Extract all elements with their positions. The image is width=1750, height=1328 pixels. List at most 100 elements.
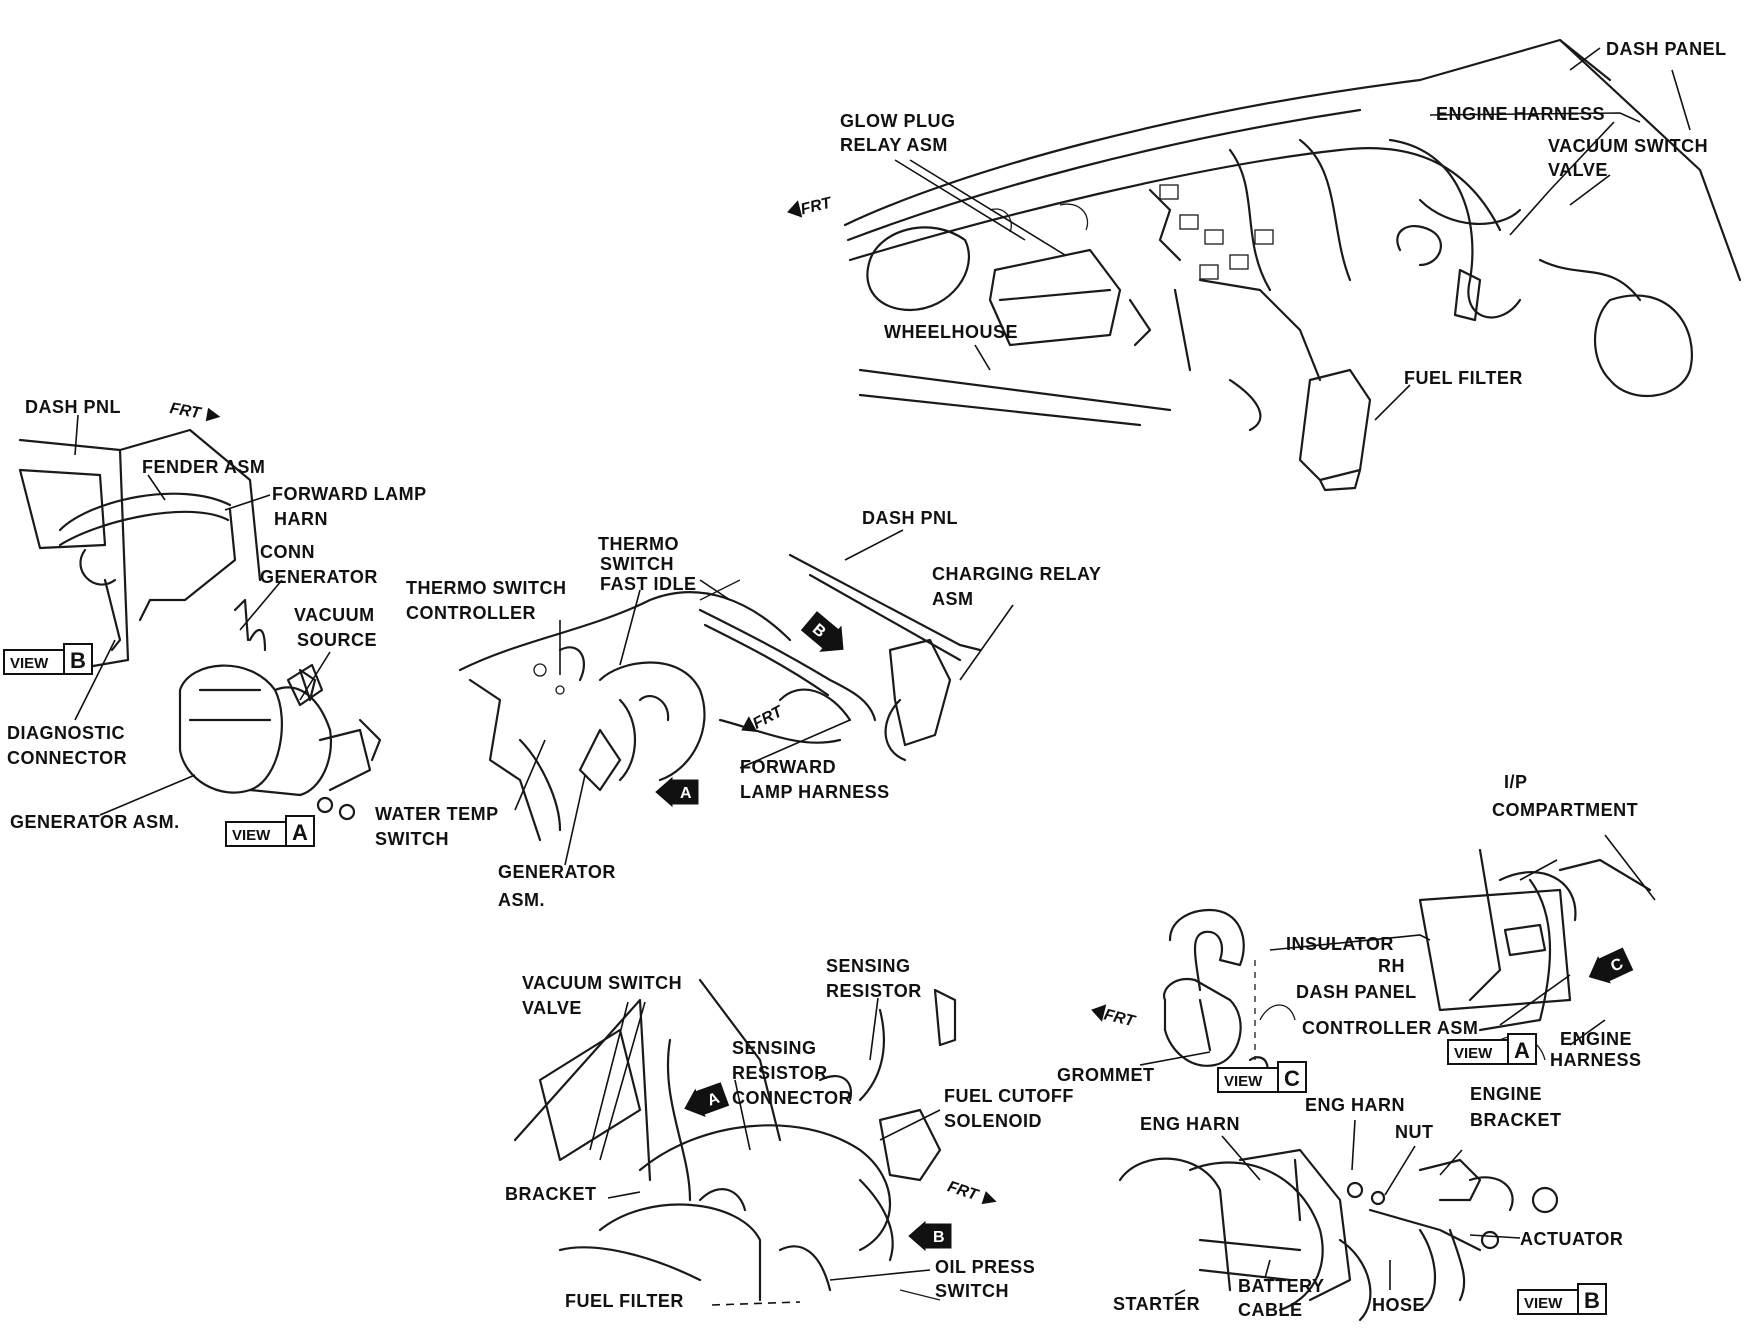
label-engine-harness-right-line2: HARNESS bbox=[1550, 1050, 1642, 1070]
arrow-tag-a-mid: A bbox=[655, 776, 699, 808]
label-hose: HOSE bbox=[1372, 1295, 1425, 1315]
arrow-tag-b-bottom: B bbox=[908, 1220, 952, 1252]
label-fuel-filter-bottom: FUEL FILTER bbox=[565, 1291, 684, 1311]
label-fuel-cutoff-solenoid-line2: SOLENOID bbox=[944, 1111, 1042, 1131]
label-insulator-rh-line2: RH bbox=[1378, 956, 1405, 976]
frt-arrow-top: FRT bbox=[787, 194, 834, 219]
svg-text:B: B bbox=[1584, 1288, 1600, 1313]
svg-text:FRT: FRT bbox=[750, 703, 786, 733]
thermo-switch-illustration bbox=[458, 553, 982, 842]
generator-illustration bbox=[18, 428, 382, 821]
label-diagnostic-connector-line2: CONNECTOR bbox=[7, 748, 127, 768]
frt-arrow-left: FRT bbox=[168, 400, 221, 422]
arrow-tag-b-mid: B bbox=[800, 611, 844, 652]
label-engine-bracket-line2: BRACKET bbox=[1470, 1110, 1562, 1130]
label-sensing-resistor-connector-line2: RESISTOR bbox=[732, 1063, 828, 1083]
view-a-badge-right: VIEW A bbox=[1447, 1033, 1537, 1065]
label-charging-relay-line2: ASM bbox=[932, 589, 974, 609]
label-insulator-rh-line1: INSULATOR bbox=[1286, 934, 1394, 954]
label-starter: STARTER bbox=[1113, 1294, 1200, 1314]
view-b-badge-left: VIEW B bbox=[3, 643, 93, 675]
label-oil-press-switch-line1: OIL PRESS bbox=[935, 1257, 1035, 1277]
label-generator-asm-left: GENERATOR ASM. bbox=[10, 812, 180, 832]
label-forward-lamp-harn-line2: HARN bbox=[274, 509, 328, 529]
label-forward-lamp-harness-line2: LAMP HARNESS bbox=[740, 782, 890, 802]
svg-text:VIEW: VIEW bbox=[1524, 1295, 1563, 1312]
svg-text:FRT: FRT bbox=[799, 194, 834, 218]
label-thermo-switch-controller-line2: CONTROLLER bbox=[406, 603, 536, 623]
label-ip-compartment-line1: I/P bbox=[1504, 772, 1528, 792]
svg-text:FRT: FRT bbox=[945, 1178, 981, 1204]
label-thermo-switch-fast-idle-line3: FAST IDLE bbox=[600, 574, 697, 594]
view-c-badge-right: VIEW C bbox=[1217, 1061, 1307, 1093]
view-a-badge-left: VIEW A bbox=[225, 815, 315, 847]
label-conn-generator-line1: CONN bbox=[260, 542, 315, 562]
label-battery-cable-line1: BATTERY bbox=[1238, 1276, 1325, 1296]
label-sensing-resistor-line1: SENSING bbox=[826, 956, 911, 976]
svg-text:A: A bbox=[292, 820, 308, 845]
label-sensing-resistor-connector-line3: CONNECTOR bbox=[732, 1088, 852, 1108]
label-battery-cable-line2: CABLE bbox=[1238, 1300, 1303, 1320]
label-eng-harn-2: ENG HARN bbox=[1305, 1095, 1405, 1115]
label-engine-harness-top: ENGINE HARNESS bbox=[1436, 104, 1605, 124]
label-vacuum-source-line1: VACUUM bbox=[294, 605, 375, 625]
svg-text:A: A bbox=[1514, 1038, 1530, 1063]
view-b-badge-bottom: VIEW B bbox=[1517, 1283, 1607, 1315]
leader-lines-left bbox=[74, 414, 331, 816]
label-water-temp-switch-line2: SWITCH bbox=[375, 829, 449, 849]
label-vacuum-switch-valve-bottom-line2: VALVE bbox=[522, 998, 582, 1018]
fuel-cutoff-illustration bbox=[513, 978, 957, 1302]
label-thermo-switch-fast-idle-line1: THERMO bbox=[598, 534, 679, 554]
label-vacuum-switch-valve-bottom-line1: VACUUM SWITCH bbox=[522, 973, 682, 993]
label-nut: NUT bbox=[1395, 1122, 1434, 1142]
label-conn-generator-line2: GENERATOR bbox=[260, 567, 378, 587]
label-eng-harn-1: ENG HARN bbox=[1140, 1114, 1240, 1134]
svg-text:C: C bbox=[1284, 1066, 1300, 1091]
label-glow-plug-relay-line2: RELAY ASM bbox=[840, 135, 948, 155]
starter-illustration bbox=[1118, 1148, 1559, 1322]
label-grommet: GROMMET bbox=[1057, 1065, 1155, 1085]
label-dash-pnl-left: DASH PNL bbox=[25, 397, 121, 417]
label-thermo-switch-controller-line1: THERMO SWITCH bbox=[406, 578, 566, 598]
label-actuator: ACTUATOR bbox=[1520, 1229, 1623, 1249]
leader-lines-top bbox=[894, 47, 1691, 421]
frt-arrow-bottom: FRT bbox=[945, 1178, 997, 1204]
leader-lines-controller bbox=[1139, 834, 1656, 1066]
label-fuel-cutoff-solenoid-line1: FUEL CUTOFF bbox=[944, 1086, 1074, 1106]
label-fuel-filter-top: FUEL FILTER bbox=[1404, 368, 1523, 388]
label-fender-asm: FENDER ASM bbox=[142, 457, 265, 477]
svg-text:VIEW: VIEW bbox=[232, 827, 271, 844]
label-vacuum-switch-valve-top-line1: VACUUM SWITCH bbox=[1548, 136, 1708, 156]
frt-arrow-controller: FRT bbox=[1091, 1004, 1137, 1031]
arrow-tag-a-bottom: A bbox=[684, 1082, 730, 1118]
label-forward-lamp-harness-line1: FORWARD bbox=[740, 757, 836, 777]
leader-lines-middle bbox=[514, 529, 1014, 866]
svg-text:FRT: FRT bbox=[1102, 1006, 1137, 1030]
label-ip-compartment-line2: COMPARTMENT bbox=[1492, 800, 1638, 820]
label-bracket: BRACKET bbox=[505, 1184, 597, 1204]
svg-text:B: B bbox=[70, 648, 86, 673]
svg-text:VIEW: VIEW bbox=[1224, 1073, 1263, 1090]
label-dash-panel-right: DASH PANEL bbox=[1296, 982, 1417, 1002]
label-diagnostic-connector-line1: DIAGNOSTIC bbox=[7, 723, 125, 743]
label-wheelhouse: WHEELHOUSE bbox=[884, 322, 1018, 342]
svg-text:VIEW: VIEW bbox=[1454, 1045, 1493, 1062]
label-water-temp-switch-line1: WATER TEMP bbox=[375, 804, 499, 824]
arrow-tag-c-right: C bbox=[1588, 947, 1634, 984]
label-sensing-resistor-connector-line1: SENSING bbox=[732, 1038, 817, 1058]
svg-text:FRT: FRT bbox=[168, 400, 203, 422]
label-generator-asm-mid-line2: ASM. bbox=[498, 890, 545, 910]
engine-compartment-illustration bbox=[843, 38, 1742, 492]
label-dash-pnl-mid: DASH PNL bbox=[862, 508, 958, 528]
label-glow-plug-relay-line1: GLOW PLUG bbox=[840, 111, 956, 131]
label-engine-harness-right-line1: ENGINE bbox=[1560, 1029, 1632, 1049]
label-vacuum-switch-valve-top-line2: VALVE bbox=[1548, 160, 1608, 180]
controller-illustration bbox=[1162, 848, 1652, 1082]
leader-lines-fuel-cutoff bbox=[589, 997, 941, 1306]
label-forward-lamp-harn-line1: FORWARD LAMP bbox=[272, 484, 427, 504]
svg-text:A: A bbox=[680, 785, 692, 802]
label-vacuum-source-line2: SOURCE bbox=[297, 630, 377, 650]
label-controller-asm: CONTROLLER ASM bbox=[1302, 1018, 1478, 1038]
label-charging-relay-line1: CHARGING RELAY bbox=[932, 564, 1101, 584]
